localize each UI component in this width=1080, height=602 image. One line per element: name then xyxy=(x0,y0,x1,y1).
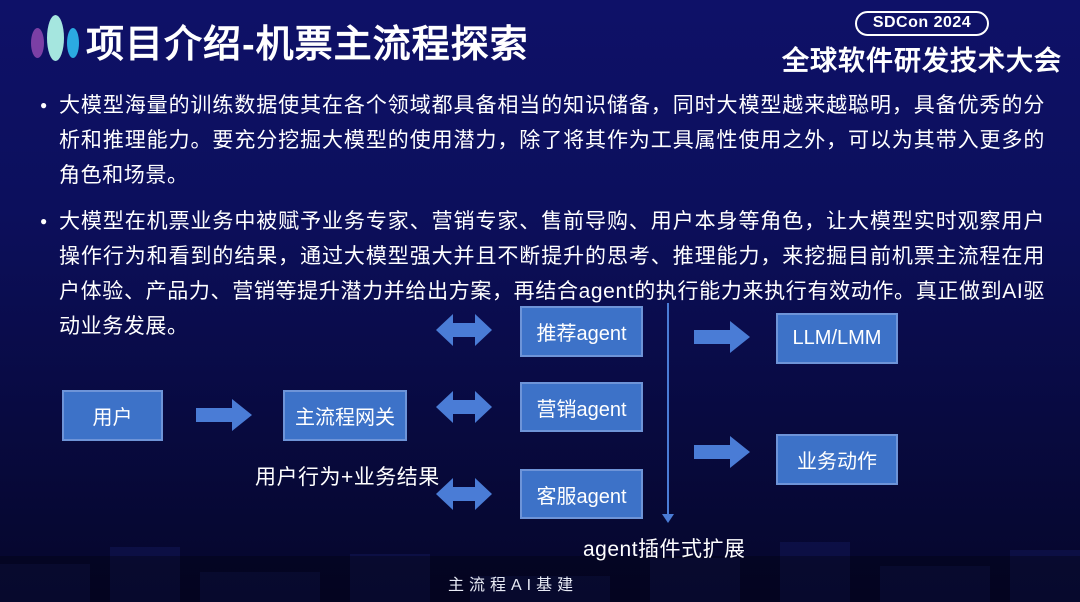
llm-box: LLM/LMM xyxy=(776,313,898,364)
arrow-agents-to-llm-icon xyxy=(694,321,750,353)
arrow-agents-to-action-icon xyxy=(694,436,750,468)
business-action-box: 业务动作 xyxy=(776,434,898,485)
bullet-list: 大模型海量的训练数据使其在各个领域都具备相当的知识储备，同时大模型越来越聪明，具… xyxy=(40,88,1045,355)
gateway-box: 主流程网关 xyxy=(283,390,407,441)
page-title: 项目介绍-机票主流程探索 xyxy=(86,24,529,66)
bullet-point-1: 大模型海量的训练数据使其在各个领域都具备相当的知识储备，同时大模型越来越聪明，具… xyxy=(40,88,1045,193)
arrow-user-to-gateway-icon xyxy=(196,399,252,431)
bullet-point-2: 大模型在机票业务中被赋予业务专家、营销专家、售前导购、用户本身等角色，让大模型实… xyxy=(40,204,1045,344)
service-agent-box: 客服agent xyxy=(520,469,643,519)
double-arrow-gateway-service-icon xyxy=(436,478,492,510)
sdcon-badge: SDCon 2024 xyxy=(854,11,990,36)
double-arrow-gateway-recommend-icon xyxy=(436,314,492,346)
double-arrow-gateway-marketing-icon xyxy=(436,391,492,423)
flow-label: 用户行为+业务结果 xyxy=(255,466,440,489)
conference-block: SDCon 2024 全球软件研发技术大会 xyxy=(782,11,1062,78)
agent-extension-divider-arrow-icon xyxy=(662,303,674,523)
footer-label: 主流程AI基建 xyxy=(448,577,579,594)
bottom-shade xyxy=(0,556,1080,602)
user-box: 用户 xyxy=(62,390,163,441)
slide-logo-icon xyxy=(30,12,80,64)
recommend-agent-box: 推荐agent xyxy=(520,306,643,357)
marketing-agent-box: 营销agent xyxy=(520,382,643,432)
city-skyline-decoration xyxy=(0,532,1080,602)
conference-name: 全球软件研发技术大会 xyxy=(782,46,1062,76)
extension-label: agent插件式扩展 xyxy=(583,538,746,561)
